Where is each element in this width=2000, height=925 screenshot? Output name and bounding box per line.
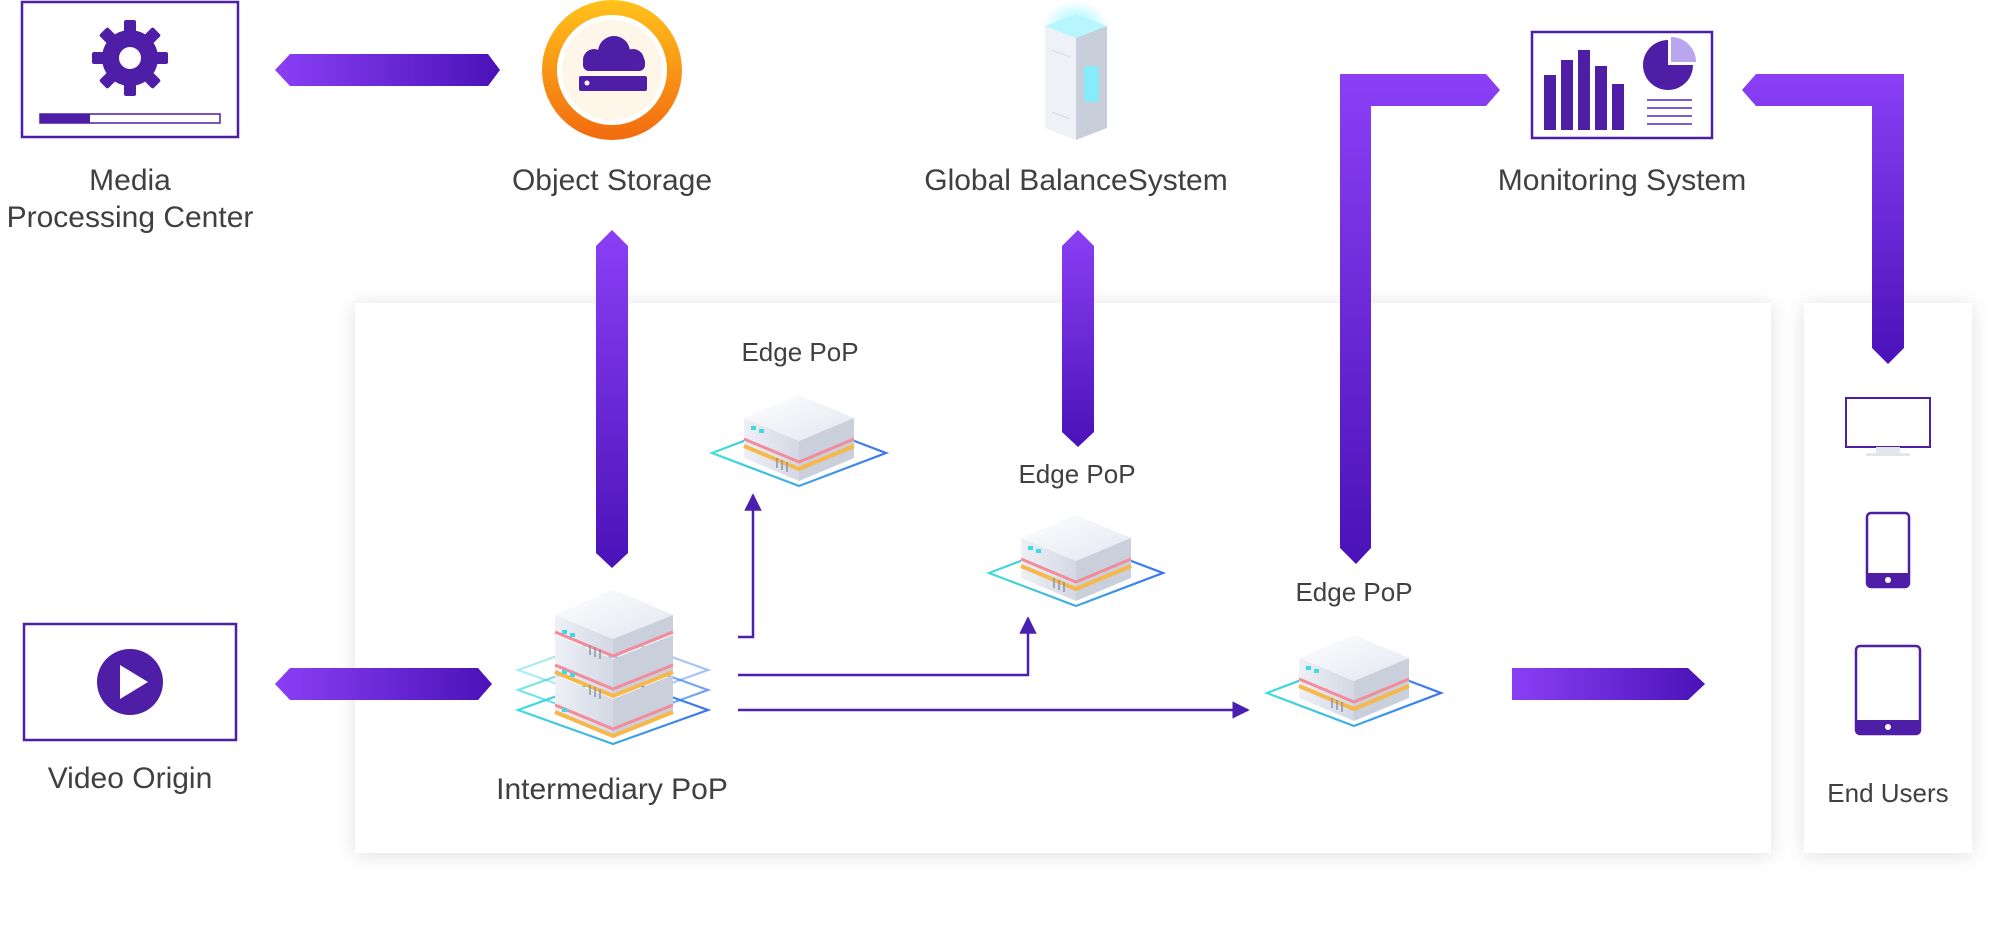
gear-icon [92, 20, 168, 96]
tablet-icon [1854, 644, 1922, 736]
cloud-storage-icon [542, 0, 682, 140]
connector-storage-to-intermediary [596, 230, 628, 568]
edge-pop-3-label: Edge PoP [1295, 577, 1413, 607]
edge-server-icon [985, 515, 1167, 608]
connector-balance-to-edge [1062, 230, 1094, 447]
media-processing-label: Media Processing Center [0, 162, 260, 236]
route-intermediary-to-edge-2 [738, 616, 1037, 677]
connector-media-to-storage [275, 54, 500, 86]
server-stack-icon [514, 589, 712, 746]
media-processing-label-line2: Processing Center [6, 201, 254, 234]
play-icon [97, 649, 163, 715]
end-users-label: End Users [1827, 778, 1949, 808]
edge-server-icon [1263, 635, 1445, 728]
edge-pop-1-label: Edge PoP [741, 337, 859, 367]
connector-origin-to-intermediary [275, 668, 492, 700]
connector-monitoring-to-edge [1340, 74, 1500, 564]
connector-edge-to-users [1512, 668, 1705, 700]
monitor-icon [1845, 397, 1931, 456]
phone-icon [1865, 511, 1911, 589]
dashboard-chart-icon [1530, 30, 1714, 140]
media-processing-label-line1: Media [89, 164, 171, 197]
edge-pop-2-label: Edge PoP [1018, 459, 1136, 489]
object-storage-label: Object Storage [511, 164, 713, 197]
global-balance-label: Global BalanceSystem [924, 164, 1228, 197]
edge-server-icon [708, 395, 890, 488]
connector-monitoring-to-users [1742, 74, 1904, 364]
server-tower-icon [1042, 0, 1110, 140]
route-intermediary-to-edge-1 [738, 493, 762, 639]
video-origin-label: Video Origin [47, 762, 213, 795]
intermediary-pop-label: Intermediary PoP [496, 773, 728, 806]
monitoring-label: Monitoring System [1497, 164, 1747, 197]
